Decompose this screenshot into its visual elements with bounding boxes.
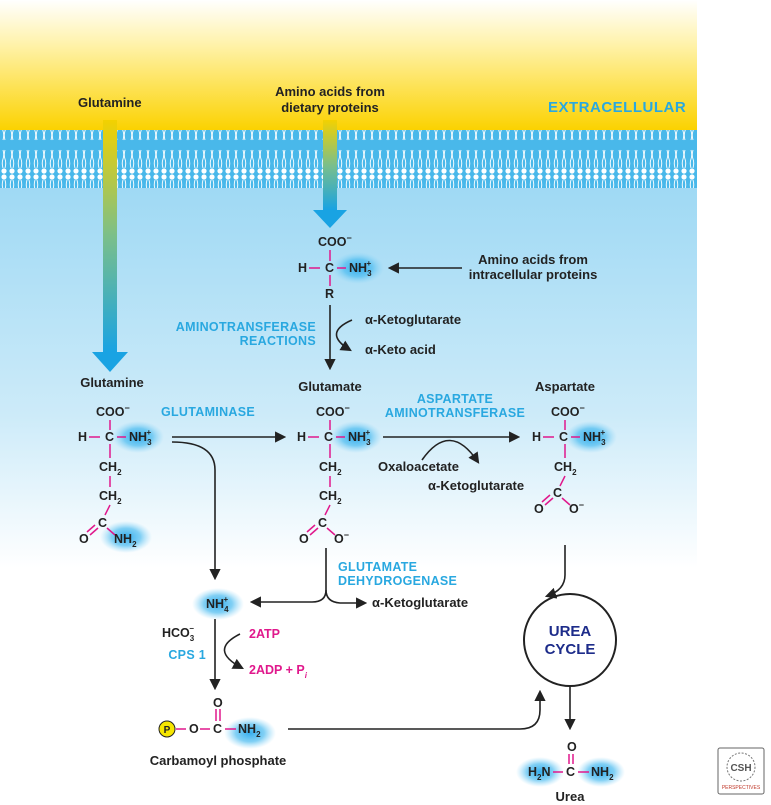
nh4-label: NH4+ <box>206 595 229 614</box>
nh3-glow <box>332 252 384 284</box>
svg-text:H: H <box>532 430 541 444</box>
glutamate-dehydrogenase-side-arrow <box>325 589 368 609</box>
svg-text:O: O <box>189 722 199 736</box>
svg-text:O: O <box>299 532 309 546</box>
amino-acid-structure: COO− H C NH3+ R <box>298 233 384 301</box>
svg-text:CH2: CH2 <box>554 460 577 477</box>
glutamine-structure: COO− H C NH3+ CH2 CH2 C O NH2 <box>78 403 164 553</box>
glutamine-transport-arrowhead <box>92 352 128 372</box>
svg-text:H: H <box>297 430 306 444</box>
glutamine-transport-shaft <box>103 120 117 352</box>
svg-text:COO−: COO− <box>316 403 350 419</box>
urea-structure: O H2N C NH2 <box>516 740 625 787</box>
carbamoyl-phosphate-label: Carbamoyl phosphate <box>150 753 287 768</box>
svg-text:CH2: CH2 <box>319 460 342 477</box>
extracellular-region <box>0 0 697 130</box>
phosphate-icon <box>158 720 176 738</box>
svg-text:CH2: CH2 <box>99 489 122 506</box>
glutamate-title: Glutamate <box>298 379 362 394</box>
extracellular-label: EXTRACELLULAR <box>548 99 686 116</box>
svg-text:O: O <box>213 696 223 710</box>
c-label: C <box>325 261 334 275</box>
cps1-enzyme: CPS 1 <box>168 648 206 662</box>
svg-text:CSH: CSH <box>730 763 751 774</box>
svg-text:CH2: CH2 <box>99 460 122 477</box>
intracellular-amino-acids-label-2: intracellular proteins <box>469 267 598 282</box>
urea-cycle-label-1: UREA <box>549 623 592 640</box>
h-label: H <box>298 261 307 275</box>
aspartate-aminotransferase-1: ASPARTATE <box>417 392 493 406</box>
coo-label: COO− <box>318 233 352 249</box>
svg-text:P: P <box>164 725 171 736</box>
atp-label: 2ATP <box>249 627 280 641</box>
urea-cycle-circle <box>523 593 617 687</box>
cps1-side-arrow <box>223 633 244 670</box>
aminotransferase-enzyme-1: AMINOTRANSFERASE <box>176 320 316 334</box>
svg-text:C: C <box>213 722 222 736</box>
svg-text:C: C <box>98 516 107 530</box>
svg-text:C: C <box>318 516 327 530</box>
svg-text:NH3+: NH3+ <box>348 428 371 447</box>
glutamate-structure: COO− H C NH3+ CH2 CH2 C O O− <box>297 403 382 546</box>
svg-text:C: C <box>566 765 575 779</box>
hco3-label: HCO3− <box>162 624 195 643</box>
aspartate-structure: COO− H C NH3+ CH2 C O O− <box>532 403 617 516</box>
svg-text:NH3+: NH3+ <box>129 428 152 447</box>
svg-text:O−: O− <box>334 530 349 546</box>
adp-label: 2ADP + Pi <box>249 663 308 680</box>
nh4-glow <box>192 588 244 620</box>
glutamine-title: Glutamine <box>80 375 144 390</box>
glutaminase-nh4-arrow <box>171 441 221 581</box>
svg-text:NH3+: NH3+ <box>583 428 606 447</box>
dietary-transport-shaft <box>323 120 337 210</box>
svg-text:NH2: NH2 <box>114 532 137 549</box>
svg-text:NH2: NH2 <box>591 765 614 782</box>
alpha-ketoglutarate-label: α-Ketoglutarate <box>365 312 461 327</box>
svg-text:NH2: NH2 <box>238 722 261 739</box>
glutaminase-enzyme: GLUTAMINASE <box>161 405 255 419</box>
svg-text:O−: O− <box>569 500 584 516</box>
svg-text:O: O <box>79 532 89 546</box>
glutamate-dehydrogenase-2: DEHYDROGENASE <box>338 574 457 588</box>
dietary-amino-acids-label-2: dietary proteins <box>281 100 379 115</box>
oxaloacetate-side-arrow <box>421 439 480 464</box>
svg-text:C: C <box>324 430 333 444</box>
svg-text:C: C <box>559 430 568 444</box>
svg-text:O: O <box>534 502 544 516</box>
svg-text:PERSPECTIVES: PERSPECTIVES <box>722 785 761 791</box>
intracellular-amino-acids-label-1: Amino acids from <box>478 252 588 267</box>
alpha-keto-acid-label: α-Keto acid <box>365 342 436 357</box>
glutamate-dehydrogenase-1: GLUTAMATE <box>338 560 417 574</box>
alpha-ketoglutarate-label-2: α-Ketoglutarate <box>428 478 524 493</box>
urea-cycle-label-2: CYCLE <box>545 641 596 658</box>
svg-text:C: C <box>105 430 114 444</box>
svg-text:C: C <box>553 486 562 500</box>
aspartate-to-urea-arrow <box>544 545 566 599</box>
dietary-amino-acids-label-1: Amino acids from <box>275 84 385 99</box>
alpha-ketoglutarate-label-3: α-Ketoglutarate <box>372 595 468 610</box>
aspartate-title: Aspartate <box>535 379 595 394</box>
svg-text:COO−: COO− <box>551 403 585 419</box>
urea-label: Urea <box>556 789 586 804</box>
carbamoyl-phosphate-structure: P O C O NH2 <box>158 696 276 749</box>
carbamoyl-to-urea-arrow <box>288 689 546 730</box>
aminotransferase-enzyme-2: REACTIONS <box>240 334 316 348</box>
nh3-label: NH3+ <box>349 259 372 278</box>
oxaloacetate-label: Oxaloacetate <box>378 459 459 474</box>
svg-text:H2N: H2N <box>528 765 551 782</box>
csh-logo: CSH PERSPECTIVES <box>717 747 765 795</box>
r-label: R <box>325 287 334 301</box>
glutamine-extracellular-label: Glutamine <box>78 95 142 110</box>
svg-text:H: H <box>78 430 87 444</box>
aspartate-aminotransferase-2: AMINOTRANSFERASE <box>385 406 525 420</box>
dietary-transport-arrowhead <box>313 210 347 228</box>
aminotransferase-side-arrow <box>335 319 353 352</box>
svg-text:CH2: CH2 <box>319 489 342 506</box>
svg-text:O: O <box>567 740 577 754</box>
svg-text:COO−: COO− <box>96 403 130 419</box>
